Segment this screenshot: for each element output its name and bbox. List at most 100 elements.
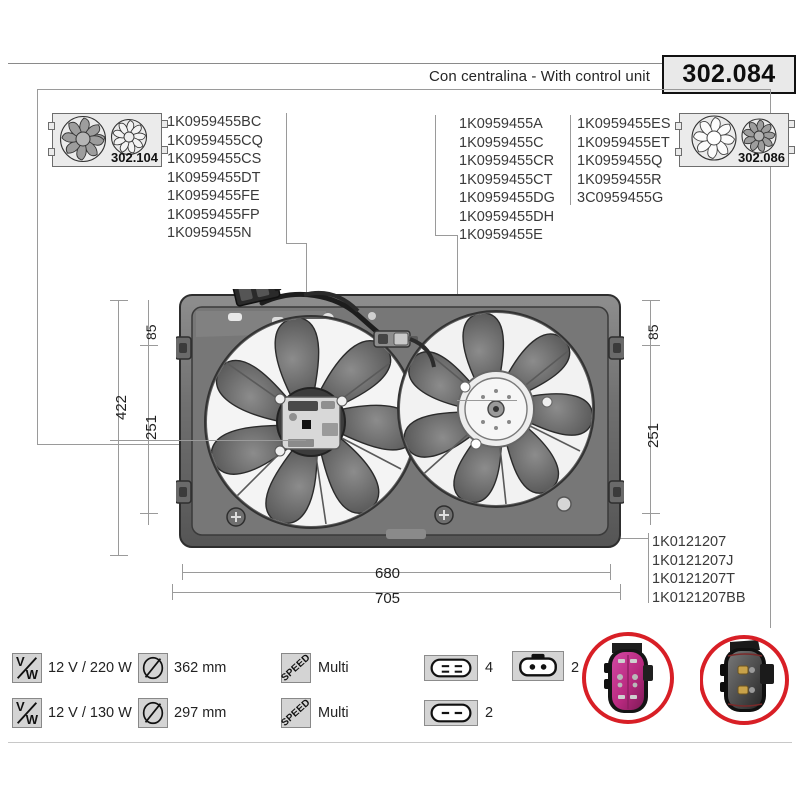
diameter-symbol (142, 656, 164, 680)
reference-box-302-104: 302.104 (48, 113, 168, 167)
dim-tick-680-left (182, 564, 183, 580)
dim-line-705 (172, 592, 620, 593)
dim-tick-680-right (610, 564, 611, 580)
part-list-left: 1K0959455BC 1K0959455CQ 1K0959455CS 1K09… (167, 113, 263, 243)
part-number: 1K0121207J (652, 552, 734, 569)
frame-left-line (37, 89, 38, 445)
part-number: 1K0959455CT (459, 171, 553, 188)
part-number: 1K0959455R (577, 171, 662, 188)
dim-tick-85-right (642, 345, 660, 346)
part-number: 1K0959455N (167, 225, 252, 241)
dimension-251-right: 251 (645, 422, 662, 448)
part-number: 1K0959455CQ (167, 132, 263, 149)
part-list-bottom-right: 1K0121207 1K0121207J 1K0121207T 1K012120… (652, 533, 746, 607)
frame-right-line-lower (770, 558, 771, 628)
dim-line-422 (118, 300, 119, 555)
dim-tick-705-right (620, 584, 621, 600)
frame-right-line (770, 89, 771, 559)
diameter-value-row1: 362 mm (174, 660, 227, 676)
slash-icon (16, 657, 38, 679)
leader-left-horizontal (286, 243, 306, 244)
harness-plug (231, 289, 282, 307)
diameter-value-row2: 297 mm (174, 705, 227, 721)
power-value-row2: 12 V / 130 W (48, 705, 132, 721)
dim-line-680 (182, 572, 610, 573)
dimension-422: 422 (113, 394, 130, 420)
power-value-row1: 12 V / 220 W (48, 660, 132, 676)
frame-top-line (37, 89, 771, 90)
reference-box-code-left: 302.104 (111, 150, 158, 165)
leader-bottom-right-horizontal (598, 538, 648, 539)
connector-4pin-icon (424, 655, 478, 681)
part-number: 1K0121207 (652, 534, 727, 550)
fan-pair-icon-right (691, 115, 777, 161)
reference-code-badge: 302.084 (662, 55, 796, 94)
dim-tick-251-right (642, 513, 660, 514)
part-number: 1K0959455FE (167, 188, 260, 204)
part-number: 1K0959455BC (167, 114, 262, 130)
part-number: 1K0959455DH (459, 208, 555, 225)
mount-tabs-left (48, 114, 55, 166)
dim-tick-422-bottom (110, 555, 128, 556)
part-number: 1K0959455DT (167, 169, 261, 186)
leader-into-hub (457, 400, 517, 401)
speed-icon-row1: SPEED (279, 652, 313, 684)
part-number: 1K0959455DG (459, 190, 555, 206)
dim-line-251-left (148, 300, 149, 525)
part-number: 1K0121207BB (652, 589, 746, 606)
reference-box-code-right: 302.086 (738, 150, 785, 165)
leader-into-motor (110, 440, 306, 441)
dim-tick-705-left (172, 584, 173, 600)
dimension-85-right: 85 (645, 324, 661, 340)
speed-icon-row2: SPEED (279, 697, 312, 729)
part-number: 1K0959455A (459, 116, 543, 132)
watt-glyph: W (25, 667, 38, 682)
dim-tick-85-left (140, 345, 158, 346)
speed-value-row2: Multi (318, 705, 349, 721)
dim-tick-422-top (110, 300, 128, 301)
header-divider (8, 63, 792, 64)
part-number: 3C0959455G (577, 190, 664, 206)
part-number: 1K0959455ES (577, 116, 671, 132)
part-number: 1K0959455CS (167, 151, 262, 167)
leader-right-tick (570, 115, 571, 205)
part-number: 1K0959455C (459, 134, 544, 151)
part-number: 1K0121207T (652, 571, 736, 587)
connector-2pin-square-symbol (519, 653, 557, 677)
mount-tabs-right-2 (788, 114, 795, 166)
diameter-icon-row1 (138, 653, 168, 683)
part-number: 1K0959455FP (167, 206, 260, 223)
part-number: 1K0959455Q (577, 153, 663, 169)
leader-bottom-right-vertical (648, 533, 649, 603)
connector-photo-pink (582, 632, 674, 724)
speed-label: SPEED (279, 652, 313, 684)
connector-4pin-symbol (430, 658, 472, 678)
connector-photo-black (700, 635, 789, 725)
dim-tick-right-top (642, 300, 660, 301)
reference-box-302-086: 302.086 (675, 113, 795, 167)
slash-icon (16, 702, 38, 724)
part-number: 1K0959455ET (577, 134, 670, 151)
fan-module-photo (176, 289, 624, 548)
leader-left-vertical (286, 113, 287, 243)
connector-2pin-symbol (430, 703, 472, 723)
connector-count-row1: 4 (485, 660, 494, 676)
reference-code-text: 302.084 (682, 60, 776, 88)
volt-glyph: V (16, 699, 25, 714)
diameter-symbol (142, 701, 164, 725)
inline-connector (373, 330, 418, 348)
part-number: 1K0959455E (459, 227, 543, 243)
speed-value-row1: Multi (318, 660, 349, 676)
diameter-icon-row2 (138, 698, 168, 728)
dimension-85-left: 85 (143, 324, 159, 340)
leader-middle-vertical (435, 115, 436, 235)
dim-line-right (650, 300, 651, 525)
mount-tabs-right (161, 114, 168, 166)
connector-count-row2: 2 (485, 705, 494, 721)
page-title: Con centralina - With control unit (429, 68, 650, 85)
dimension-680: 680 (375, 565, 401, 582)
connector-2pin-square-icon (512, 651, 564, 681)
bottom-divider (8, 742, 792, 743)
leader-middle-horizontal (435, 235, 457, 236)
extra-connector-count: 2 (571, 660, 580, 676)
